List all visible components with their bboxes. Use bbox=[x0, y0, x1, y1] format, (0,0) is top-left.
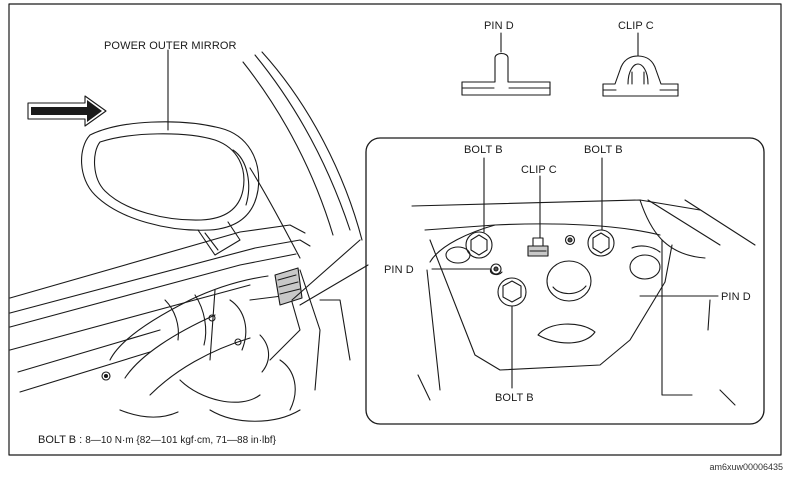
bolt-b-left bbox=[465, 231, 493, 259]
label-pin-d-right: PIN D bbox=[721, 291, 751, 303]
label-bolt-b-left: BOLT B bbox=[464, 144, 503, 156]
label-pin-d-top: PIN D bbox=[484, 20, 514, 32]
power-outer-mirror bbox=[81, 121, 260, 256]
figure-code: am6xuw00006435 bbox=[709, 462, 783, 472]
door-illustration bbox=[9, 51, 369, 422]
label-bolt-b-bottom: BOLT B bbox=[495, 392, 534, 404]
torque-value: 8—10 N·m {82—101 kgf·cm, 71—88 in·lbf} bbox=[85, 435, 276, 446]
label-pin-d-left: PIN D bbox=[384, 264, 414, 276]
label-bolt-b-right: BOLT B bbox=[584, 144, 623, 156]
label-clip-c-top: CLIP C bbox=[618, 20, 654, 32]
direction-arrow-icon bbox=[27, 95, 107, 127]
bolt-b-right bbox=[587, 229, 615, 257]
clip-c-detail bbox=[602, 32, 679, 97]
torque-spec: BOLT B : 8—10 N·m {82—101 kgf·cm, 71—88 … bbox=[38, 434, 276, 446]
pin-d-left bbox=[489, 263, 503, 276]
bolt-b-bottom bbox=[497, 277, 527, 307]
label-clip-c: CLIP C bbox=[521, 164, 557, 176]
torque-prefix: BOLT B : bbox=[38, 434, 86, 446]
pin-d-detail bbox=[461, 32, 551, 96]
pin-d-upper bbox=[564, 234, 576, 246]
figure-frame bbox=[8, 3, 782, 456]
label-power-outer-mirror: POWER OUTER MIRROR bbox=[104, 40, 237, 52]
clip-c bbox=[527, 237, 549, 257]
detail-callout bbox=[365, 137, 765, 425]
